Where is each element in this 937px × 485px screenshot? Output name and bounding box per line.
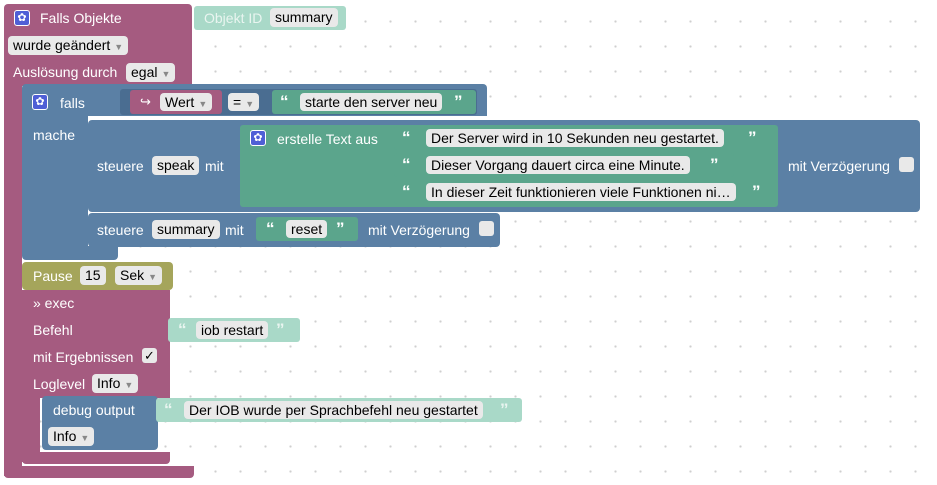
debug-level-value: Info <box>53 428 77 444</box>
change-dropdown[interactable]: wurde geändert▼ <box>8 36 129 55</box>
results-label: mit Ergebnissen <box>33 349 134 365</box>
debug-level-dropdown[interactable]: Info▼ <box>48 427 95 446</box>
compare-text-block[interactable]: “ starte den server neu ” <box>272 90 476 114</box>
ack-dropdown-value: egal <box>131 64 158 80</box>
loglevel-dropdown[interactable]: Info▼ <box>92 374 139 393</box>
object-id-field[interactable]: summary <box>270 8 338 27</box>
gear-icon[interactable]: ✿ <box>32 94 48 110</box>
control-speak-prefix: steuere <box>97 158 144 174</box>
loglevel-value: Info <box>97 375 121 391</box>
text-item-block[interactable]: “ Der Server wird in 10 Sekunden neu ges… <box>394 126 778 150</box>
gear-icon[interactable]: ✿ <box>14 10 30 26</box>
chevron-down-icon: ▼ <box>80 433 90 443</box>
control-speak-suffix: mit <box>205 158 224 174</box>
trigger-title: Falls Objekte <box>40 10 122 26</box>
exec-block-footer <box>22 452 170 464</box>
reset-text-field[interactable]: reset <box>286 220 328 238</box>
text-item-field[interactable]: Der Server wird in 10 Sekunden neu gesta… <box>426 129 724 147</box>
pause-label: Pause <box>33 268 73 284</box>
debug-label: debug output <box>53 402 135 418</box>
close-quote-icon: ” <box>748 128 757 147</box>
control-speak-delay-label: mit Verzögerung <box>788 158 890 174</box>
if-block-spine <box>22 114 88 248</box>
debug-text-block[interactable]: “ Der IOB wurde per Sprachbefehl neu ges… <box>156 398 522 422</box>
control-summary-delay-checkbox[interactable] <box>479 221 494 236</box>
create-text-label: erstelle Text aus <box>277 131 378 147</box>
trigger-block-footer <box>4 466 194 478</box>
control-speak-delay-checkbox[interactable] <box>899 157 914 172</box>
chevron-down-icon: ▼ <box>114 42 124 52</box>
chevron-down-icon: ▼ <box>245 99 255 109</box>
checkbox-icon[interactable]: ✓ <box>142 348 157 363</box>
compare-text-field[interactable]: starte den server neu <box>300 93 443 111</box>
control-summary-object[interactable]: summary <box>152 220 220 239</box>
gear-icon[interactable]: ✿ <box>250 130 266 146</box>
ack-label: Auslösung durch <box>13 64 118 80</box>
exec-title: » exec <box>33 295 75 311</box>
close-quote-icon: ” <box>500 400 509 419</box>
operator-dropdown[interactable]: =▼ <box>228 93 260 111</box>
change-dropdown-value: wurde geändert <box>13 37 111 53</box>
debug-text-field[interactable]: Der IOB wurde per Sprachbefehl neu gesta… <box>184 401 483 419</box>
chevron-down-icon: ▼ <box>161 69 171 79</box>
ack-dropdown[interactable]: egal▼ <box>126 63 176 82</box>
value-dropdown-label: Wert <box>165 94 195 110</box>
close-quote-icon: ” <box>454 92 463 111</box>
pause-value-field[interactable]: 15 <box>80 266 106 285</box>
control-summary-delay-label: mit Verzögerung <box>368 222 470 238</box>
open-quote-icon: “ <box>164 400 173 419</box>
reset-text-block[interactable]: “ reset ” <box>256 217 358 241</box>
if-label: falls <box>60 95 85 111</box>
loglevel-label: Loglevel <box>33 376 86 392</box>
command-field[interactable]: iob restart <box>196 321 269 339</box>
close-quote-icon: ” <box>752 182 761 201</box>
pause-unit-dropdown[interactable]: Sek▼ <box>115 266 163 285</box>
open-quote-icon: “ <box>402 155 411 174</box>
text-item-field[interactable]: Dieser Vorgang dauert circa eine Minute. <box>426 156 690 174</box>
open-quote-icon: “ <box>178 320 187 339</box>
chevron-down-icon: ▼ <box>124 380 134 390</box>
debug-block[interactable]: debug output Info▼ <box>42 396 158 450</box>
chevron-down-icon: ▼ <box>148 272 158 282</box>
close-quote-icon: ” <box>710 155 719 174</box>
trigger-block-spine <box>4 84 22 476</box>
exec-block-spine <box>22 396 40 462</box>
open-quote-icon: “ <box>402 128 411 147</box>
open-quote-icon: “ <box>280 92 289 111</box>
pause-block[interactable]: Pause 15 Sek▼ <box>22 262 173 290</box>
open-quote-icon: “ <box>266 219 275 238</box>
text-item-field[interactable]: In dieser Zeit funktionieren viele Funkt… <box>426 183 736 201</box>
do-label: mache <box>33 127 76 143</box>
open-quote-icon: “ <box>402 182 411 201</box>
object-id-label: Objekt ID <box>204 10 263 26</box>
control-summary-suffix: mit <box>225 222 244 238</box>
operator-value: = <box>233 94 242 110</box>
control-speak-object[interactable]: speak <box>152 156 200 175</box>
command-text-block[interactable]: “ iob restart ” <box>168 318 300 342</box>
close-quote-icon: ” <box>276 320 285 339</box>
control-summary-prefix: steuere <box>97 222 144 238</box>
object-id-input-block[interactable]: Objekt ID summary <box>194 6 346 30</box>
value-block[interactable]: ↪ Wert▼ <box>130 90 222 114</box>
pause-unit-value: Sek <box>120 267 145 283</box>
if-block-footer <box>22 246 118 260</box>
close-quote-icon: ” <box>336 219 345 238</box>
command-label: Befehl <box>33 322 73 338</box>
text-item-block[interactable]: “ In dieser Zeit funktionieren viele Fun… <box>394 180 778 204</box>
value-dropdown[interactable]: Wert▼ <box>160 93 213 111</box>
text-item-block[interactable]: “ Dieser Vorgang dauert circa eine Minut… <box>394 153 734 177</box>
return-arrow-icon: ↪ <box>140 94 151 109</box>
chevron-down-icon: ▼ <box>198 99 208 109</box>
